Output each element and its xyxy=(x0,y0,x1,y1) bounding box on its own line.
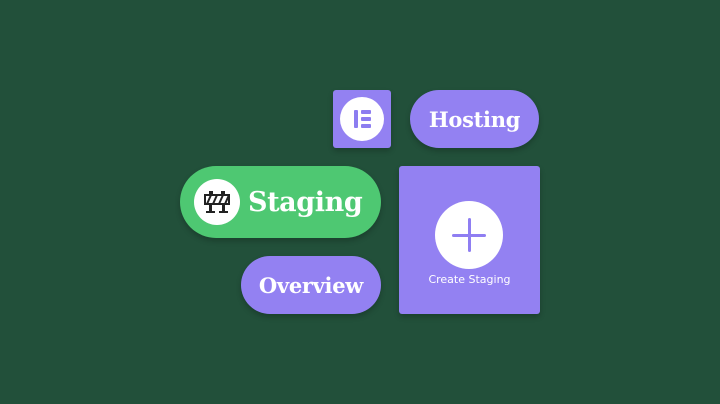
staging-button[interactable]: Staging xyxy=(180,166,381,238)
plus-icon[interactable] xyxy=(435,201,503,269)
staging-label: Staging xyxy=(248,186,363,218)
overview-label: Overview xyxy=(258,272,364,298)
hosting-label: Hosting xyxy=(428,106,521,132)
road-barrier-icon xyxy=(194,179,240,225)
elementor-logo-icon xyxy=(340,97,384,141)
elementor-logo-tile[interactable] xyxy=(333,90,391,148)
create-staging-card[interactable]: Create Staging xyxy=(399,166,540,314)
hosting-button[interactable]: Hosting xyxy=(410,90,539,148)
create-staging-label: Create Staging xyxy=(428,273,511,286)
overview-button[interactable]: Overview xyxy=(241,256,381,314)
